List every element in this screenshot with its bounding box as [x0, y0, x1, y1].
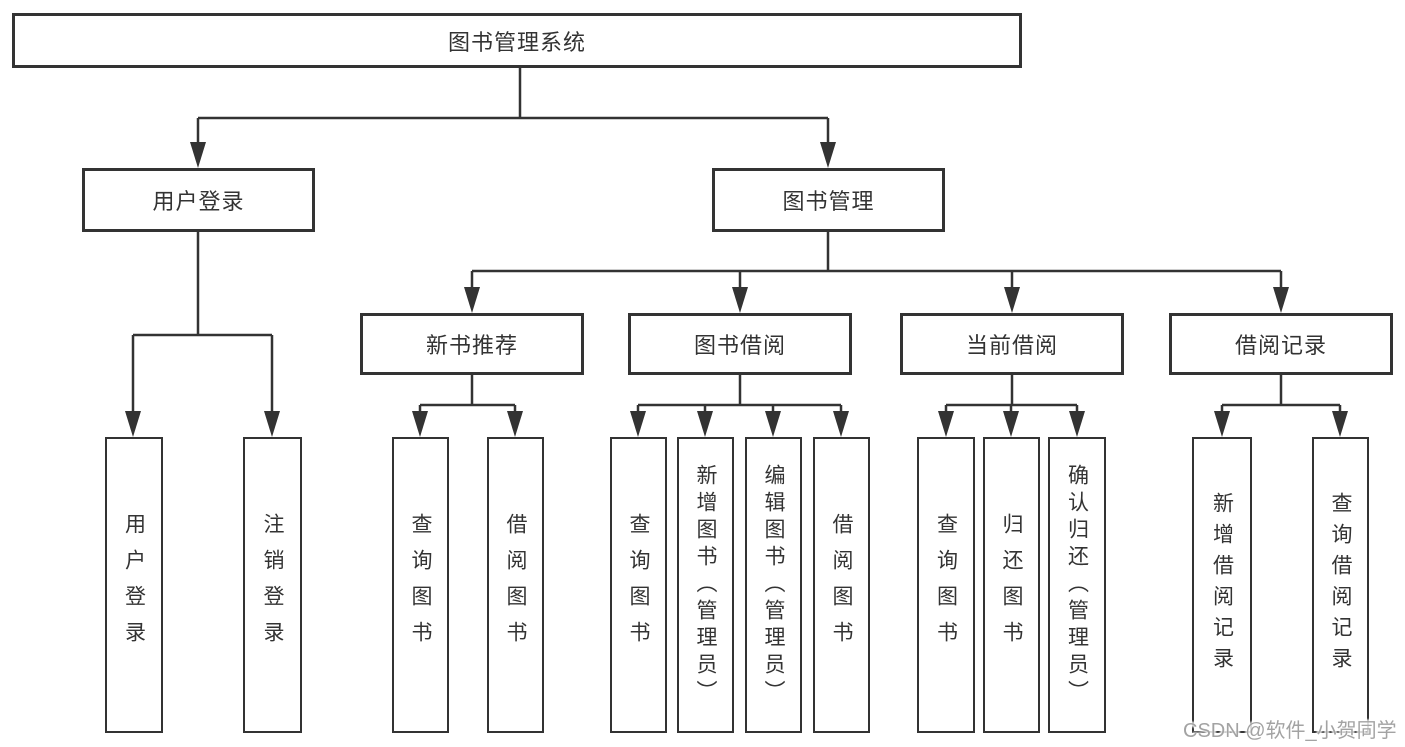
- node-book-management: 图书管理: [712, 168, 945, 232]
- leaf-query-book-2-label: 查询图书: [627, 513, 650, 657]
- leaf-user-login: 用户登录: [105, 437, 163, 733]
- node-root: 图书管理系统: [12, 13, 1022, 68]
- leaf-add-borrow-record: 新增借阅记录: [1192, 437, 1252, 733]
- node-borrow-records-label: 借阅记录: [1234, 333, 1327, 358]
- leaf-return-book: 归还图书: [983, 437, 1040, 733]
- node-new-book-recommend-label: 新书推荐: [425, 333, 518, 358]
- node-book-borrow: 图书借阅: [628, 313, 852, 375]
- leaf-user-login-label: 用户登录: [122, 513, 146, 657]
- node-current-borrow-label: 当前借阅: [965, 333, 1058, 358]
- leaf-query-book-1: 查询图书: [392, 437, 449, 733]
- node-book-borrow-label: 图书借阅: [693, 333, 786, 358]
- node-user-login: 用户登录: [82, 168, 315, 232]
- leaf-edit-book-admin-label: 编辑图书（管理员）: [762, 463, 785, 707]
- leaf-add-borrow-record-label: 新增借阅记录: [1210, 492, 1234, 678]
- node-borrow-records: 借阅记录: [1169, 313, 1393, 375]
- node-new-book-recommend: 新书推荐: [360, 313, 584, 375]
- leaf-borrow-book-1: 借阅图书: [487, 437, 544, 733]
- leaf-logout-label: 注销登录: [261, 513, 284, 657]
- leaf-logout: 注销登录: [243, 437, 302, 733]
- leaf-query-book-3-label: 查询图书: [934, 513, 958, 657]
- leaf-add-book-admin-label: 新增图书（管理员）: [694, 463, 717, 707]
- node-current-borrow: 当前借阅: [900, 313, 1124, 375]
- leaf-query-book-1-label: 查询图书: [409, 513, 432, 657]
- node-book-management-label: 图书管理: [782, 189, 875, 214]
- leaf-query-book-2: 查询图书: [610, 437, 667, 733]
- node-user-login-label: 用户登录: [152, 189, 245, 214]
- leaf-confirm-return-admin-label: 确认归还（管理员）: [1065, 463, 1089, 707]
- leaf-query-borrow-record: 查询借阅记录: [1312, 437, 1369, 733]
- leaf-borrow-book-2: 借阅图书: [813, 437, 870, 733]
- leaf-borrow-book-1-label: 借阅图书: [504, 513, 527, 657]
- leaf-query-book-3: 查询图书: [917, 437, 975, 733]
- csdn-watermark: CSDN @软件_小贺同学: [1183, 720, 1397, 742]
- leaf-return-book-label: 归还图书: [1000, 513, 1023, 657]
- leaf-add-book-admin: 新增图书（管理员）: [677, 437, 734, 733]
- leaf-edit-book-admin: 编辑图书（管理员）: [745, 437, 802, 733]
- node-root-label: 图书管理系统: [447, 29, 586, 55]
- leaf-query-borrow-record-label: 查询借阅记录: [1329, 492, 1352, 678]
- leaf-borrow-book-2-label: 借阅图书: [830, 513, 853, 657]
- leaf-confirm-return-admin: 确认归还（管理员）: [1048, 437, 1106, 733]
